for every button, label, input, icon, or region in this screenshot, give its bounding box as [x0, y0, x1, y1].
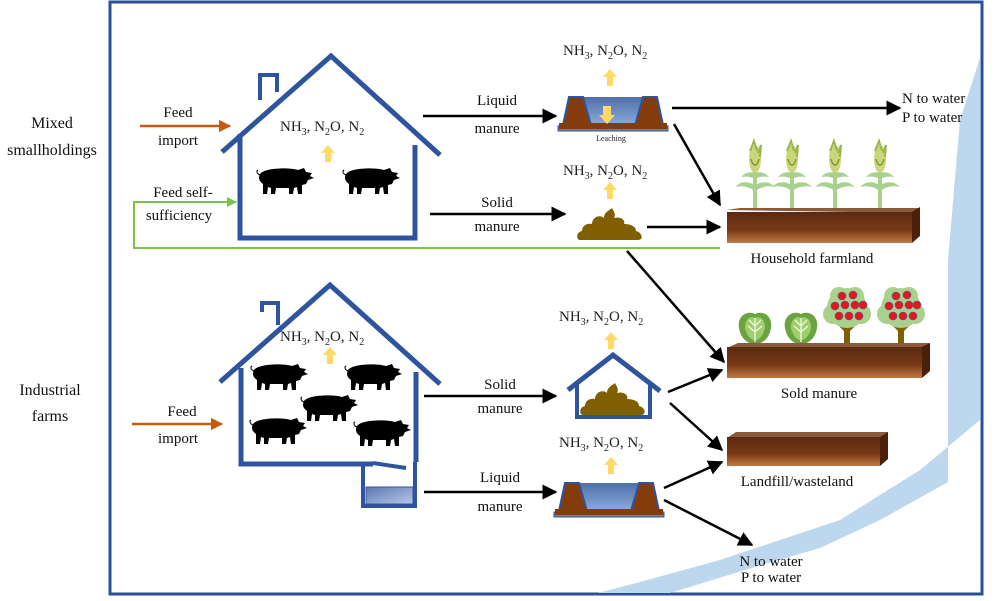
n-to-water-label: N to water: [902, 91, 965, 107]
corn-icon: [771, 140, 813, 210]
svg-text:Feed: Feed: [163, 105, 193, 121]
storage-emission-label: NH3, N2O, N2: [559, 309, 643, 328]
pig-icon: [256, 167, 315, 195]
manure-pile-icon: [580, 383, 645, 415]
svg-text:manure: manure: [478, 401, 523, 417]
n-to-water-label: N to water: [739, 554, 802, 570]
row-label-industrial-farms: Industrial farms: [19, 382, 81, 425]
emission-arrow-icon: [603, 69, 617, 86]
household-farmland: [727, 140, 920, 243]
svg-text:smallholdings: smallholdings: [7, 142, 97, 159]
svg-text:manure: manure: [475, 121, 520, 137]
sold-manure-field: [727, 285, 930, 378]
p-to-water-label: P to water: [741, 570, 801, 586]
svg-text:sufficiency: sufficiency: [146, 208, 213, 224]
svg-text:Feed self-: Feed self-: [153, 185, 213, 201]
feed-import-top: Feed import: [140, 105, 232, 149]
solid-manure-label: Solid: [481, 195, 513, 211]
svg-text:Mixed: Mixed: [31, 115, 73, 132]
barn-emission-label: NH3, N2O, N2: [280, 119, 364, 138]
feed-self-sufficiency: Feed self- sufficiency: [133, 185, 720, 249]
corn-icon: [734, 140, 776, 210]
svg-text:import: import: [158, 431, 199, 447]
liquid-manure-label: Liquid: [480, 470, 520, 486]
solid-manure-label: Solid: [484, 377, 516, 393]
diagram-frame: [108, 0, 984, 596]
manure-pile-icon: [577, 208, 642, 240]
lagoon2-emission-label: NH3, N2O, N2: [559, 435, 643, 454]
emission-arrow-icon: [603, 182, 617, 199]
pig-icon: [250, 363, 309, 391]
pig-icon: [353, 419, 412, 447]
smallholding-barn: [220, 52, 442, 241]
row-label-mixed-smallholdings: Mixed smallholdings: [7, 115, 97, 159]
sold-manure-label: Sold manure: [781, 386, 858, 402]
household-farmland-label: Household farmland: [751, 251, 874, 267]
flow-arrow: [672, 123, 722, 207]
lagoon-emission-label: NH3, N2O, N2: [563, 43, 647, 62]
pig-icon: [249, 417, 308, 445]
emission-arrow-icon: [323, 347, 337, 364]
leaching-label: Leaching: [596, 134, 626, 143]
feed-import-bottom: Feed import: [132, 404, 224, 447]
apple-tree-icon: [821, 285, 873, 352]
emission-arrow-icon: [604, 457, 618, 474]
svg-text:Feed: Feed: [167, 404, 197, 420]
feed-self-sufficiency-loop: [133, 197, 720, 249]
landfill-field: [727, 432, 888, 466]
emission-arrow-icon: [604, 332, 618, 349]
corn-icon: [814, 140, 856, 210]
lagoon-icon: [557, 96, 669, 132]
svg-text:manure: manure: [475, 219, 520, 235]
landfill-label: Landfill/wasteland: [741, 474, 854, 490]
flow-arrow: [667, 368, 724, 394]
lagoon-icon: [553, 482, 665, 518]
industrial-barn-emission-label: NH3, N2O, N2: [280, 329, 364, 348]
flow-arrow: [663, 460, 724, 490]
corn-icon: [859, 140, 901, 210]
pile-emission-label: NH3, N2O, N2: [563, 163, 647, 182]
industrial-barn: [218, 281, 442, 508]
liquid-manure-label: Liquid: [477, 93, 517, 109]
pig-icon: [342, 167, 401, 195]
flow-arrow: [626, 250, 725, 364]
manure-storage-shed: [566, 351, 662, 419]
pig-icon: [300, 394, 359, 422]
p-to-water-label: P to water: [902, 110, 962, 126]
svg-text:import: import: [158, 133, 199, 149]
apple-tree-icon: [875, 285, 927, 352]
pig-icon: [344, 363, 403, 391]
svg-text:Industrial: Industrial: [19, 382, 81, 399]
flow-arrow: [669, 402, 724, 452]
svg-text:farms: farms: [32, 408, 68, 425]
flow-arrow: [663, 498, 754, 547]
svg-text:manure: manure: [478, 499, 523, 515]
leaching-arrow-icon: [599, 106, 615, 124]
emission-arrow-icon: [321, 145, 335, 162]
